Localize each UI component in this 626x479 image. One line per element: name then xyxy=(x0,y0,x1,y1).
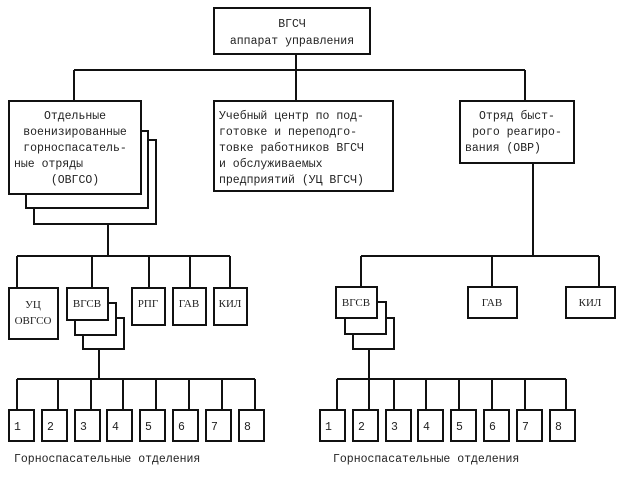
connectors xyxy=(16,54,600,410)
left-section-label: 7 xyxy=(211,421,218,434)
uc-line-4: и обслуживаемых xyxy=(219,158,323,171)
gav-right-label: ГАВ xyxy=(482,297,502,309)
left-section-7[interactable]: 7 xyxy=(205,409,232,442)
left-section-label: 5 xyxy=(145,421,152,434)
left-section-label: 1 xyxy=(14,421,21,434)
left-section-label: 3 xyxy=(80,421,87,434)
ovgso-line-5: (ОВГСО) xyxy=(51,174,99,187)
vgsv-right-label: ВГСВ xyxy=(342,297,370,309)
unit-gav-right[interactable]: ГАВ xyxy=(467,286,518,319)
left-section-label: 6 xyxy=(178,421,185,434)
uc-line-1: Учебный центр по под- xyxy=(219,110,364,123)
uc-line-3: товке работников ВГСЧ xyxy=(219,142,364,155)
gav-left-label: ГАВ xyxy=(179,298,199,310)
right-section-label: 8 xyxy=(555,421,562,434)
ovgso-line-1: Отдельные xyxy=(44,110,106,123)
left-section-label: 4 xyxy=(112,421,119,434)
obr-line-1: Отряд быст- xyxy=(479,110,555,123)
left-section-4[interactable]: 4 xyxy=(106,409,133,442)
obr-box[interactable]: Отряд быст- рого реагиро- вания (ОВР) xyxy=(459,100,575,164)
left-section-3[interactable]: 3 xyxy=(74,409,101,442)
right-section-7[interactable]: 7 xyxy=(516,409,543,442)
right-section-label: 2 xyxy=(358,421,365,434)
uc-line-2: готовке и переподго- xyxy=(219,126,357,139)
uc-line-5: предприятий (УЦ ВГСЧ) xyxy=(219,174,364,187)
right-section-label: 7 xyxy=(522,421,529,434)
root-box[interactable]: ВГСЧ аппарат управления xyxy=(213,7,371,55)
rpg-label: РПГ xyxy=(138,298,158,310)
right-section-label: 4 xyxy=(423,421,430,434)
obr-line-2: рого реагиро- xyxy=(472,126,562,139)
training-center-box[interactable]: Учебный центр по под- готовке и переподг… xyxy=(213,100,394,192)
root-line-2: аппарат управления xyxy=(230,35,354,48)
ovgso-line-4: ные отряды xyxy=(14,158,83,171)
unit-kil-right[interactable]: КИЛ xyxy=(565,286,616,319)
unit-vgsv-right[interactable]: ВГСВ xyxy=(335,286,395,350)
right-sections: 1 2 3 4 5 6 7 8 xyxy=(319,409,576,442)
right-section-5[interactable]: 5 xyxy=(450,409,477,442)
root-line-1: ВГСЧ xyxy=(278,18,306,31)
left-section-5[interactable]: 5 xyxy=(139,409,166,442)
section-drop-lines xyxy=(16,379,567,410)
unit-uc-ovgso[interactable]: УЦ ОВГСО xyxy=(8,287,59,340)
right-section-label: 1 xyxy=(325,421,332,434)
ovgso-line-2: военизированные xyxy=(23,126,127,139)
right-section-1[interactable]: 1 xyxy=(319,409,346,442)
kil-left-label: КИЛ xyxy=(219,298,242,310)
left-section-2[interactable]: 2 xyxy=(41,409,68,442)
kil-right-label: КИЛ xyxy=(579,297,602,309)
left-section-1[interactable]: 1 xyxy=(8,409,35,442)
right-section-4[interactable]: 4 xyxy=(417,409,444,442)
right-section-label: 5 xyxy=(456,421,463,434)
left-section-6[interactable]: 6 xyxy=(172,409,199,442)
left-caption: Горноспасательные отделения xyxy=(14,453,200,466)
ovgso-line-3: горноспасатель- xyxy=(23,142,127,155)
left-section-label: 8 xyxy=(244,421,251,434)
left-section-8[interactable]: 8 xyxy=(238,409,265,442)
right-section-label: 3 xyxy=(391,421,398,434)
right-section-label: 6 xyxy=(489,421,496,434)
right-section-6[interactable]: 6 xyxy=(483,409,510,442)
ovgso-box[interactable]: Отдельные военизированные горноспасатель… xyxy=(8,100,157,225)
right-section-3[interactable]: 3 xyxy=(385,409,412,442)
obr-line-3: вания (ОВР) xyxy=(465,142,541,155)
right-section-2[interactable]: 2 xyxy=(352,409,379,442)
unit-rpg[interactable]: РПГ xyxy=(131,287,166,326)
unit-kil-left[interactable]: КИЛ xyxy=(213,287,248,326)
uc-ovgso-line-2: ОВГСО xyxy=(15,315,52,327)
uc-ovgso-line-1: УЦ xyxy=(25,299,41,311)
left-section-label: 2 xyxy=(47,421,54,434)
right-caption: Горноспасательные отделения xyxy=(333,453,519,466)
vgsv-left-label: ВГСВ xyxy=(73,298,101,310)
left-sections: 1 2 3 4 5 6 7 8 xyxy=(8,409,265,442)
unit-gav-left[interactable]: ГАВ xyxy=(172,287,207,326)
right-section-8[interactable]: 8 xyxy=(549,409,576,442)
unit-vgsv-left[interactable]: ВГСВ xyxy=(66,287,125,350)
